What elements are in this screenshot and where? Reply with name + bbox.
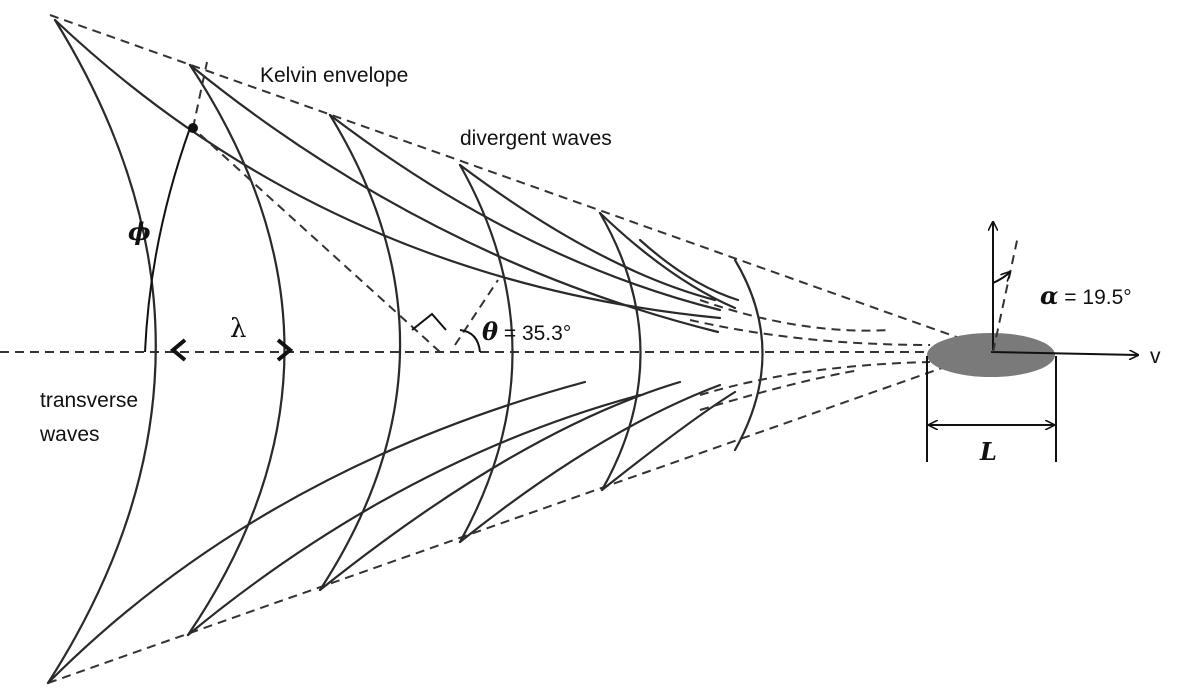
dashed-perpendicular — [192, 61, 208, 129]
transverse-crest-4 — [458, 163, 514, 544]
boat-hull — [927, 333, 1055, 377]
divergent-crest-upper-3 — [328, 113, 722, 312]
divergent-crest-lower-3 — [318, 380, 682, 592]
crest-point — [188, 123, 198, 133]
right-angle-mark — [411, 312, 447, 331]
velocity-label: v — [1150, 345, 1161, 368]
velocity-arrow — [990, 352, 1138, 355]
divergent-crest-upper-5 — [598, 211, 737, 310]
theta-label: θ = 35.3° — [482, 317, 571, 346]
divergent-crest-lower-1 — [46, 380, 587, 685]
transverse-crest-6 — [733, 258, 764, 452]
alpha-symbol: α — [1040, 281, 1058, 310]
theta-ray — [454, 279, 499, 346]
transverse-label-line2: waves — [39, 423, 100, 446]
divergent-crest-upper-1 — [53, 18, 722, 320]
kelvin-envelope-upper — [49, 14, 994, 351]
alpha-value: = 19.5° — [1058, 286, 1131, 309]
transverse-crest-2 — [186, 63, 286, 637]
alpha-arc-arrow — [992, 272, 1010, 284]
transverse-label-line1: transverse — [40, 389, 138, 412]
divergent-crest-lower-2 — [186, 393, 642, 637]
near-field-dashed-upper-1 — [699, 299, 891, 332]
dashed-ray-to-point — [192, 127, 441, 353]
near-field-dashed-upper-2 — [689, 319, 931, 346]
phi-symbol: ϕ — [128, 217, 151, 246]
kelvin-envelope-label: Kelvin envelope — [260, 64, 408, 87]
divergent-crest-upper-2 — [188, 63, 720, 334]
theta-arc — [459, 329, 481, 353]
transverse-crest-3 — [318, 113, 402, 592]
alpha-label: α = 19.5° — [1040, 281, 1132, 310]
divergent-crest-lower-4 — [458, 383, 722, 544]
transverse-crest-5 — [598, 211, 642, 492]
lambda-symbol: λ — [230, 314, 246, 344]
transverse-crest-1 — [46, 18, 157, 685]
divergent-waves-upper — [53, 18, 740, 334]
lambda-arrow-right — [276, 338, 294, 362]
divergent-crest-lower-5 — [600, 390, 737, 492]
theta-symbol: θ — [482, 317, 498, 346]
kelvin-envelope-lower — [47, 349, 994, 684]
divergent-waves-lower — [46, 380, 737, 685]
theta-value: = 35.3° — [498, 322, 571, 345]
divergent-crest-upper-6 — [638, 238, 740, 302]
near-field-dashed-lower-1 — [699, 361, 931, 396]
divergent-waves-label: divergent waves — [460, 127, 612, 150]
lambda-arrow-left — [169, 338, 187, 362]
length-label: L — [979, 437, 997, 466]
alpha-dashed-line — [992, 235, 1019, 353]
near-field-dashed-lower-2 — [699, 369, 861, 411]
divergent-crest-upper-4 — [458, 163, 717, 302]
phi-curve — [144, 127, 191, 353]
